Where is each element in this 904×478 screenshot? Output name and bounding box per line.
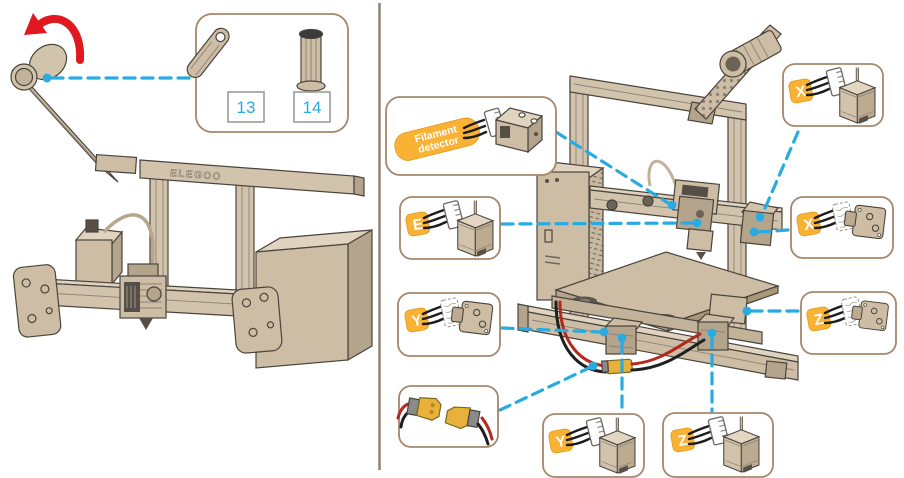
svg-text:E: E	[412, 216, 425, 234]
svg-text:Y: Y	[411, 312, 424, 330]
e-motor-tag: E	[405, 211, 431, 237]
gantry-left-bracket	[12, 264, 62, 338]
part-number-box-14	[293, 91, 331, 123]
leader-lines	[50, 76, 800, 414]
callout-z-motor: Z	[662, 412, 774, 478]
left-printer-gantry	[12, 213, 273, 338]
x-motor-block	[739, 201, 780, 247]
svg-text:Z: Z	[813, 311, 825, 329]
svg-text:Z: Z	[677, 432, 689, 450]
callout-x-motor: X	[782, 63, 884, 127]
xt60-female	[406, 397, 442, 421]
x-motor-tag: X	[788, 78, 814, 104]
svg-text:X: X	[803, 216, 816, 234]
callout-y-motor: Y	[542, 413, 645, 478]
z-endstop-tag: Z	[806, 306, 832, 332]
xt60-on-printer	[605, 358, 633, 375]
x-gantry	[589, 159, 783, 260]
elegoo-logo: ELEGOO	[170, 168, 222, 183]
bowden-tube	[102, 213, 155, 265]
arm-pivot	[14, 67, 34, 87]
extruder-motor	[75, 239, 113, 285]
filament-detector-module	[494, 107, 544, 154]
part-14-spool-tube	[296, 28, 326, 92]
left-printer-side-panel	[231, 228, 373, 369]
svg-text:X: X	[795, 83, 808, 101]
callout-e-motor: E	[399, 196, 501, 260]
rotate-arrow-icon	[24, 13, 85, 64]
connection-dots	[42, 73, 765, 371]
filament-detector-tag: Filament detector	[394, 117, 480, 161]
part-13-spool-arm	[186, 27, 230, 79]
spool-holder-assembly	[687, 24, 782, 125]
hotend-assembly	[119, 263, 167, 330]
nozzle	[696, 252, 706, 260]
y-endstop-tag: Y	[404, 307, 430, 333]
y-motor-tag: Y	[548, 428, 574, 454]
callout-y-endstop: Y	[397, 292, 501, 357]
part-number-14: 14	[303, 98, 322, 117]
callout-parts-13-14: 13 14	[186, 13, 349, 133]
filament-loop	[647, 159, 678, 187]
callout-xt60-connector	[396, 385, 499, 448]
nozzle	[139, 318, 153, 330]
xt60-male	[444, 406, 481, 430]
callout-x-endstop: X	[790, 196, 894, 259]
z-motor-tag: Z	[670, 427, 696, 453]
power-wiring	[554, 300, 706, 375]
spool-tube	[719, 30, 782, 78]
left-printer-frame: ELEGOO	[94, 153, 365, 309]
spool-arm-assembly	[10, 43, 119, 183]
left-panel-rotate-spool-arm: ELEGOO	[10, 13, 373, 369]
callout-z-endstop: Z	[800, 291, 897, 355]
right-printer	[517, 24, 799, 381]
part-number-box-13	[227, 91, 265, 123]
x-endstop-tag: X	[796, 211, 822, 237]
gantry-right-bracket	[231, 286, 283, 354]
part-number-13: 13	[237, 98, 256, 117]
callout-filament-detector: Filament detector	[385, 96, 557, 176]
svg-text:Y: Y	[555, 433, 568, 451]
